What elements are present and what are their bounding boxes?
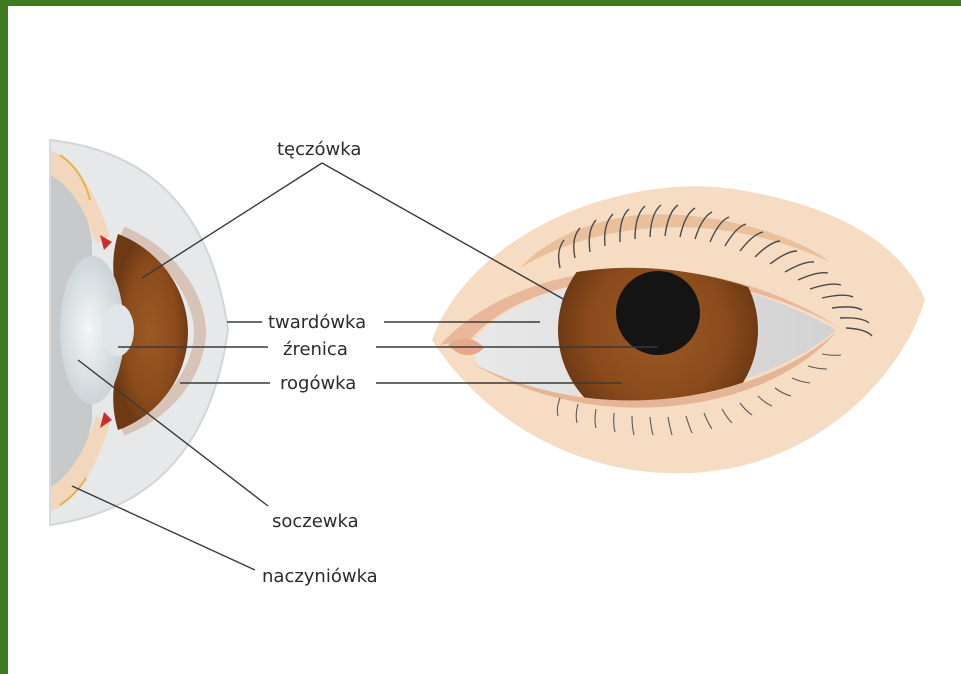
eye-cross-section: [50, 140, 228, 525]
label-iris: tęczówka: [277, 139, 361, 160]
leader-choroid: [72, 486, 255, 570]
label-lens: soczewka: [272, 511, 359, 532]
pupil: [616, 271, 700, 355]
label-choroid: naczyniówka: [262, 566, 378, 587]
label-sclera: twardówka: [268, 312, 366, 333]
label-pupil: źrenica: [283, 339, 348, 360]
eye-front-view: [432, 186, 925, 473]
label-cornea: rogówka: [280, 373, 356, 394]
lens-bulge: [102, 304, 134, 356]
leader-iris-right: [322, 163, 565, 300]
